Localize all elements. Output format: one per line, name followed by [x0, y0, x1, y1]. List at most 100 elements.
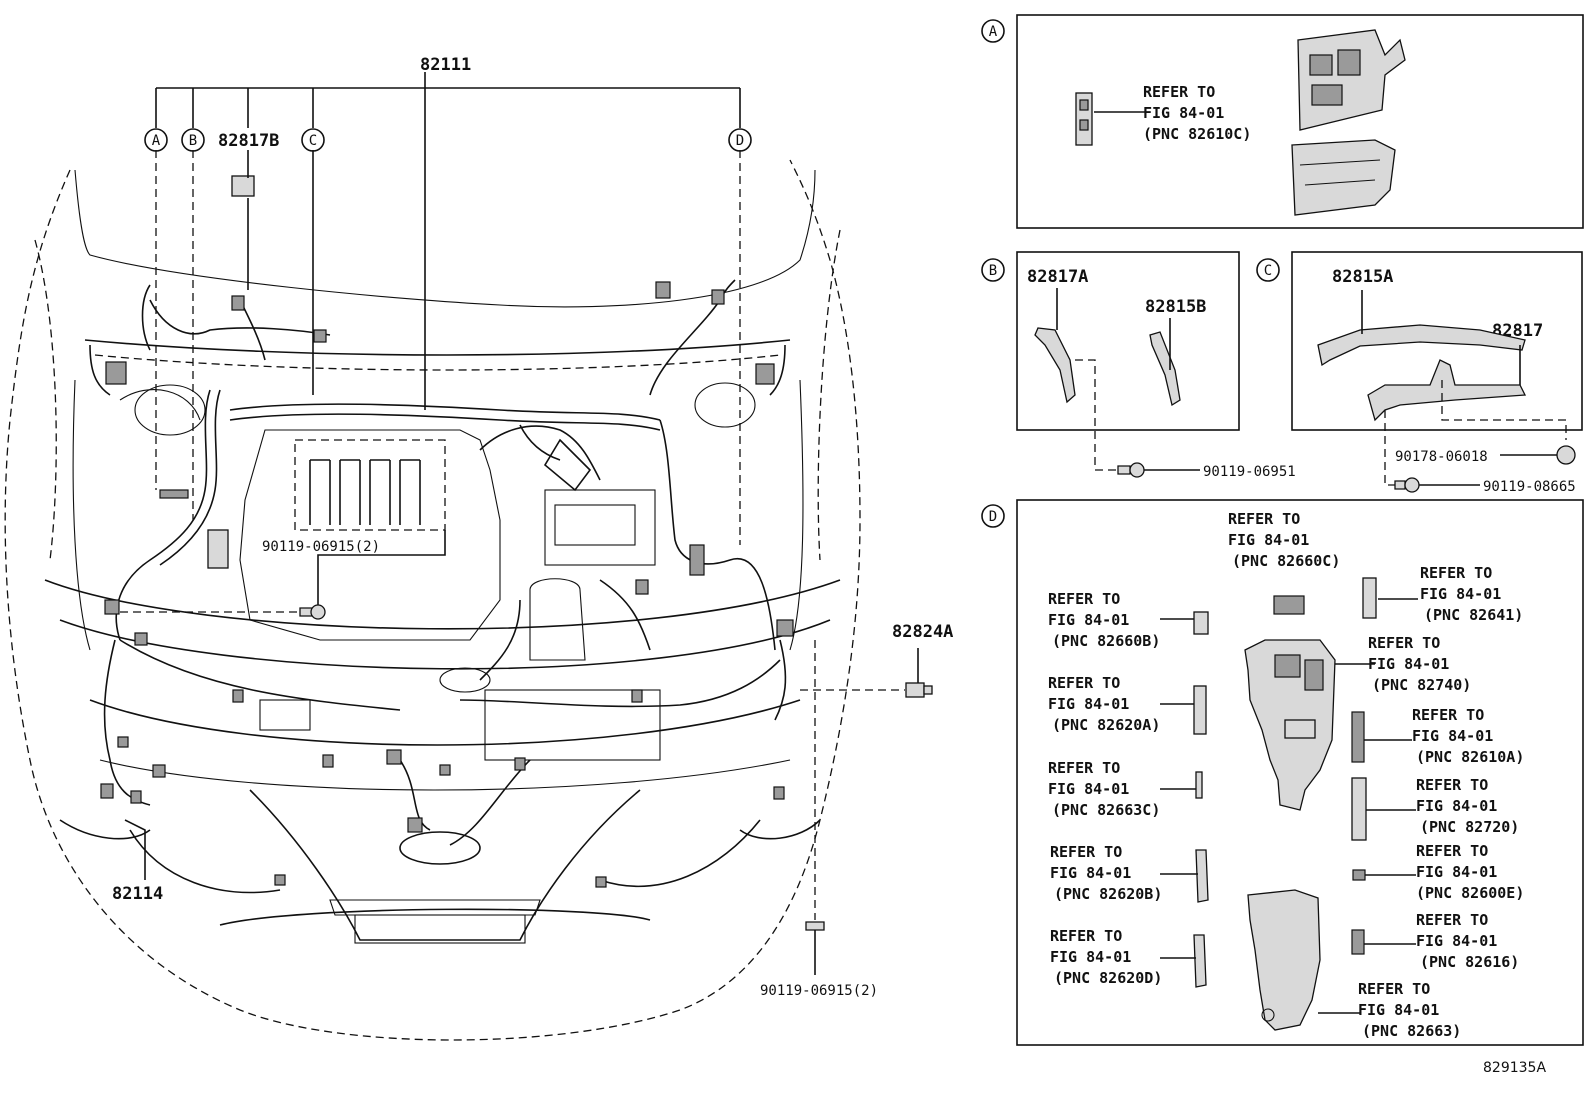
ref-82610a: REFER TO FIG 84-01 (PNC 82610A)	[1412, 706, 1524, 766]
svg-text:REFER TO: REFER TO	[1048, 590, 1120, 608]
ref-82620d: REFER TO FIG 84-01 (PNC 82620D)	[1050, 927, 1162, 987]
svg-text:90119-06951: 90119-06951	[1203, 464, 1296, 480]
relay-82663c	[1195, 771, 1203, 799]
callout-d: D	[728, 128, 752, 152]
svg-text:REFER TO: REFER TO	[1143, 83, 1215, 101]
label-82114: 82114	[112, 884, 163, 904]
leader-82111	[155, 72, 741, 545]
relay-82720	[1351, 777, 1367, 841]
callout-b: B	[181, 128, 205, 152]
panel-b: B 82817A 82815B 90119-06951	[981, 251, 1296, 480]
connector-82610c	[1075, 92, 1093, 146]
svg-text:A: A	[152, 133, 161, 149]
ref-82600e: REFER TO FIG 84-01 (PNC 82600E)	[1416, 842, 1524, 902]
svg-text:FIG 84-01: FIG 84-01	[1368, 655, 1449, 673]
ignition-coils	[309, 459, 421, 525]
svg-text:FIG 84-01: FIG 84-01	[1143, 104, 1224, 122]
svg-text:REFER TO: REFER TO	[1416, 842, 1488, 860]
relay-82660b	[1193, 611, 1209, 635]
panel-d: D	[981, 499, 1584, 1046]
ref-82620a: REFER TO FIG 84-01 (PNC 82620A)	[1048, 674, 1160, 734]
svg-text:(PNC 82600E): (PNC 82600E)	[1416, 884, 1524, 902]
label-bolt-center: 90119-06915(2)	[262, 539, 380, 555]
ref-82616: REFER TO FIG 84-01 (PNC 82616)	[1416, 911, 1519, 971]
relay-82660c	[1273, 595, 1305, 615]
svg-text:C: C	[1264, 263, 1272, 279]
svg-text:FIG 84-01: FIG 84-01	[1416, 797, 1497, 815]
svg-text:FIG 84-01: FIG 84-01	[1358, 1001, 1439, 1019]
bolt-90119-08665	[1394, 477, 1420, 493]
callout-c: C	[301, 128, 325, 152]
svg-text:FIG 84-01: FIG 84-01	[1048, 611, 1129, 629]
relay-82620d	[1193, 934, 1207, 988]
svg-text:(PNC 82620D): (PNC 82620D)	[1054, 969, 1162, 987]
svg-text:FIG 84-01: FIG 84-01	[1416, 863, 1497, 881]
label-bolt-bottom: 90119-06915(2)	[760, 983, 878, 999]
svg-text:FIG 84-01: FIG 84-01	[1416, 932, 1497, 950]
relay-82600e	[1352, 869, 1366, 881]
relay-block-upper	[1297, 29, 1406, 131]
svg-text:REFER TO: REFER TO	[1368, 634, 1440, 652]
relay-82610a	[1351, 711, 1365, 763]
harness-connectors	[100, 175, 794, 888]
relay-82616	[1351, 929, 1365, 955]
bolt-bottom	[805, 640, 825, 975]
panel-a: A REFER TO FIG 84-01 (PNC 82610C)	[981, 14, 1584, 229]
ref-82663: REFER TO FIG 84-01 (PNC 82663)	[1358, 980, 1461, 1040]
bracket-82815a	[1317, 324, 1526, 367]
svg-text:REFER TO: REFER TO	[1416, 776, 1488, 794]
svg-text:B: B	[989, 263, 997, 279]
leader-82114	[124, 819, 146, 880]
svg-text:(PNC 82660B): (PNC 82660B)	[1052, 632, 1160, 650]
svg-text:FIG 84-01: FIG 84-01	[1228, 531, 1309, 549]
ref-82740: REFER TO FIG 84-01 (PNC 82740)	[1368, 634, 1471, 694]
ref-82663c: REFER TO FIG 84-01 (PNC 82663C)	[1048, 759, 1160, 819]
svg-text:(PNC 82663C): (PNC 82663C)	[1052, 801, 1160, 819]
svg-text:D: D	[736, 133, 744, 149]
svg-text:(PNC 82740): (PNC 82740)	[1372, 676, 1471, 694]
svg-text:REFER TO: REFER TO	[1048, 674, 1120, 692]
svg-text:82815A: 82815A	[1332, 267, 1393, 287]
clip-90178-06018	[1556, 445, 1576, 465]
bracket-82817	[1367, 359, 1527, 422]
svg-text:REFER TO: REFER TO	[1228, 510, 1300, 528]
ref-82660b: REFER TO FIG 84-01 (PNC 82660B)	[1048, 590, 1160, 650]
junction-block-82740	[1244, 639, 1336, 811]
bracket-82815b	[1149, 331, 1181, 407]
svg-text:REFER TO: REFER TO	[1416, 911, 1488, 929]
relay-82641	[1362, 577, 1377, 619]
svg-text:82815B: 82815B	[1145, 297, 1206, 317]
svg-text:90178-06018: 90178-06018	[1395, 449, 1488, 465]
relay-82620b	[1195, 849, 1209, 903]
svg-text:FIG 84-01: FIG 84-01	[1050, 948, 1131, 966]
ref-82720: REFER TO FIG 84-01 (PNC 82720)	[1416, 776, 1519, 836]
junction-block-82663	[1247, 889, 1321, 1031]
svg-text:FIG 84-01: FIG 84-01	[1412, 727, 1493, 745]
svg-text:REFER TO: REFER TO	[1412, 706, 1484, 724]
svg-text:(PNC 82620B): (PNC 82620B)	[1054, 885, 1162, 903]
svg-text:C: C	[309, 133, 317, 149]
relay-82620a	[1193, 685, 1207, 735]
svg-text:(PNC 82641): (PNC 82641)	[1424, 606, 1523, 624]
connector-82824a	[800, 648, 933, 698]
svg-text:(PNC 82663): (PNC 82663)	[1362, 1022, 1461, 1040]
svg-text:B: B	[189, 133, 197, 149]
ref-82620b: REFER TO FIG 84-01 (PNC 82620B)	[1050, 843, 1162, 903]
svg-text:(PNC 82610A): (PNC 82610A)	[1416, 748, 1524, 766]
svg-text:FIG 84-01: FIG 84-01	[1048, 780, 1129, 798]
svg-text:FIG 84-01: FIG 84-01	[1420, 585, 1501, 603]
bolt-90119-06951	[1117, 462, 1145, 478]
ref-82660c: REFER TO FIG 84-01 (PNC 82660C)	[1228, 510, 1340, 570]
svg-text:REFER TO: REFER TO	[1048, 759, 1120, 777]
svg-text:(PNC 82660C): (PNC 82660C)	[1232, 552, 1340, 570]
label-82817b: 82817B	[218, 131, 279, 151]
svg-text:FIG 84-01: FIG 84-01	[1050, 864, 1131, 882]
label-82111: 82111	[420, 55, 471, 75]
svg-text:A: A	[989, 24, 998, 40]
bolt-center	[120, 530, 446, 620]
svg-text:82817A: 82817A	[1027, 267, 1088, 287]
figure-code: 829135A	[1483, 1060, 1546, 1076]
svg-text:(PNC 82620A): (PNC 82620A)	[1052, 716, 1160, 734]
